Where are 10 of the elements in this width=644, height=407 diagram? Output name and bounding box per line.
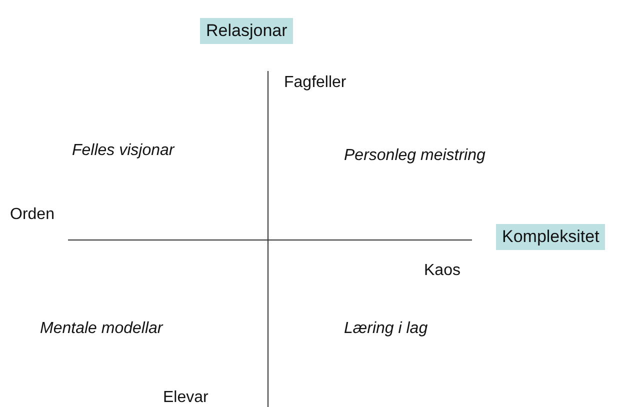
axis-end-label: Orden <box>10 206 54 224</box>
axis-title: Kompleksitet <box>496 224 606 250</box>
quadrant-label: Personleg meistring <box>344 147 486 165</box>
quadrant-label: Felles visjonar <box>72 142 174 160</box>
axis-end-label: Fagfeller <box>284 74 346 92</box>
axis-end-label: Kaos <box>424 262 460 280</box>
quadrant-label: Læring i lag <box>344 320 428 338</box>
axis-title: Relasjonar <box>200 18 294 44</box>
axis-end-label: Elevar <box>163 389 208 407</box>
quadrant-label: Mentale modellar <box>40 320 163 338</box>
